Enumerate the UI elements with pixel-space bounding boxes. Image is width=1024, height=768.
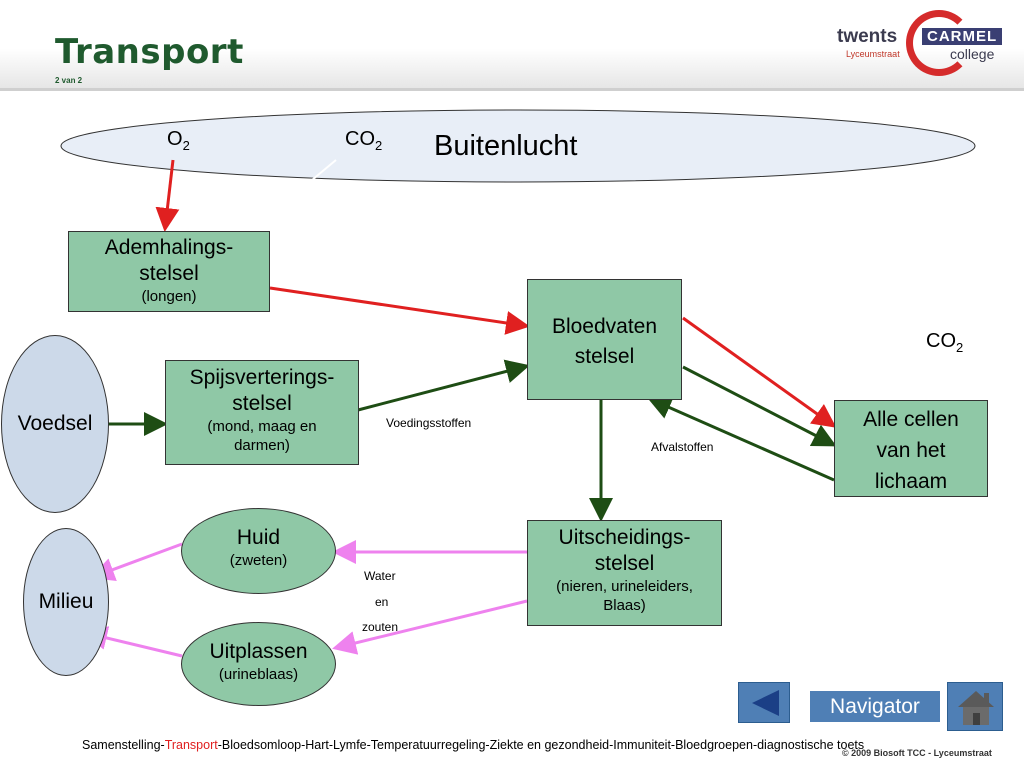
arrow-huid-to-milieu bbox=[90, 542, 183, 581]
arrow-ademhaling-to-bloedvaten bbox=[269, 286, 530, 335]
school-logo: twents Lyceumstraat CARMEL college bbox=[834, 8, 1014, 84]
logo-carmel: CARMEL bbox=[922, 28, 1003, 45]
arrow-cellen-to-bloedvaten bbox=[647, 396, 835, 482]
footer-link-rest[interactable]: -Bloedsomloop-Hart-Lymfe-Temperatuurrege… bbox=[217, 738, 865, 752]
back-triangle-icon bbox=[752, 690, 779, 716]
footer-link-transport[interactable]: Transport bbox=[164, 738, 218, 752]
home-icon bbox=[958, 691, 994, 725]
label-afvalstoffen: Afvalstoffen bbox=[651, 440, 714, 454]
arrow-bloedvaten-to-cellen-green bbox=[682, 365, 837, 447]
copyright-text: © 2009 Biosoft TCC - Lyceumstraat bbox=[842, 748, 992, 758]
uitplassen-oval: Uitplassen (urineblaas) bbox=[181, 622, 336, 706]
arrow-co2-up bbox=[311, 159, 337, 181]
navigator-button[interactable]: Navigator bbox=[810, 691, 940, 722]
bloedvatenstelsel-box: Bloedvaten stelsel bbox=[527, 279, 682, 400]
footer-navigation: Samenstelling-Transport-Bloedsomloop-Har… bbox=[82, 738, 864, 752]
header-divider bbox=[0, 88, 1024, 91]
huid-oval: Huid (zweten) bbox=[181, 508, 336, 594]
o2-label: O2 bbox=[167, 128, 190, 153]
arrow-o2-to-ademhaling bbox=[155, 159, 180, 232]
footer-link-samenstelling[interactable]: Samenstelling- bbox=[82, 738, 165, 752]
buitenlucht-label: Buitenlucht bbox=[434, 130, 578, 162]
label-voedingsstoffen: Voedingsstoffen bbox=[386, 416, 472, 430]
slide-page-indicator: 2 van 2 bbox=[55, 76, 83, 85]
alle-cellen-box: Alle cellen van het lichaam bbox=[834, 400, 988, 497]
logo-college: college bbox=[950, 46, 995, 62]
arrow-uitscheiding-to-uitplassen bbox=[332, 599, 528, 655]
buitenlucht-oval bbox=[60, 109, 976, 183]
co2-top-label: CO2 bbox=[345, 128, 383, 153]
voedsel-oval: Voedsel bbox=[1, 335, 109, 513]
label-zouten: zouten bbox=[362, 620, 399, 634]
co2-right-label: CO2 bbox=[926, 330, 964, 355]
uitscheidingsstelsel-box: Uitscheidings- stelsel (nieren, urinelei… bbox=[527, 520, 722, 626]
label-water: Water bbox=[364, 569, 396, 583]
slide-header bbox=[0, 0, 1024, 88]
logo-twents: twents bbox=[837, 26, 898, 47]
label-en: en bbox=[375, 595, 389, 609]
ademhalingsstelsel-box: Ademhalings- stelsel (longen) bbox=[68, 231, 270, 312]
spijsverteringsstelsel-box: Spijsverterings- stelsel (mond, maag en … bbox=[165, 360, 359, 465]
slide-title: Transport bbox=[55, 32, 244, 72]
logo-lyceumstraat: Lyceumstraat bbox=[846, 49, 900, 59]
arrow-bloedvaten-to-cellen-red bbox=[682, 316, 837, 428]
milieu-oval: Milieu bbox=[23, 528, 109, 676]
logo-ring-icon bbox=[906, 10, 972, 76]
home-button[interactable] bbox=[947, 682, 1003, 731]
arrow-spijsvertering-to-bloedvaten bbox=[357, 359, 530, 412]
back-button[interactable] bbox=[738, 682, 790, 723]
